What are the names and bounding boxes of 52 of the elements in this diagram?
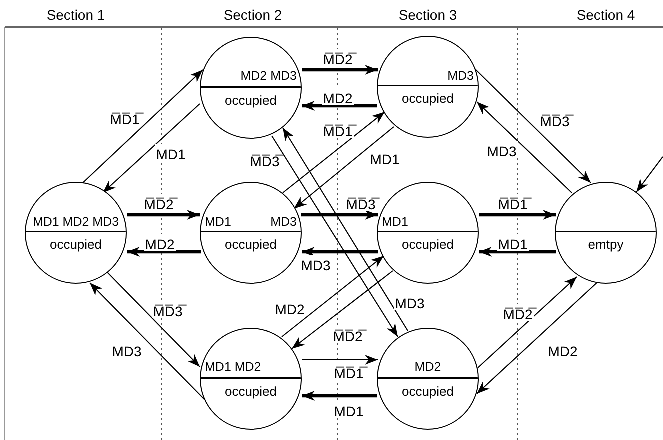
section-header: Section 3 bbox=[398, 6, 458, 25]
edge-label: MD3 bbox=[486, 142, 518, 158]
arrow bbox=[474, 68, 592, 184]
edge-label: MD2 bbox=[144, 234, 176, 252]
edge-label: MD2 bbox=[322, 88, 354, 106]
arrow bbox=[282, 112, 386, 194]
state-status: occupied bbox=[224, 94, 278, 106]
arrow bbox=[476, 102, 572, 194]
state-status: occupied bbox=[224, 384, 278, 398]
arrow bbox=[302, 247, 378, 257]
arrow bbox=[302, 391, 377, 401]
state-variables: MD1 MD2 bbox=[205, 361, 262, 374]
state-status: emtpy bbox=[588, 238, 624, 251]
arrow bbox=[301, 210, 378, 220]
state-variables: MD1 bbox=[205, 216, 232, 228]
state-variables: MD2 bbox=[414, 361, 442, 374]
arrow bbox=[272, 136, 398, 338]
section-header: Section 4 bbox=[576, 6, 636, 25]
edge-label: MD1 bbox=[497, 234, 529, 252]
arrow bbox=[90, 282, 206, 400]
arrow bbox=[302, 355, 378, 365]
arrow bbox=[82, 70, 204, 184]
state-status: occupied bbox=[224, 238, 278, 251]
arrow bbox=[479, 210, 556, 220]
edge-label: MD1 bbox=[155, 144, 187, 162]
state-variables: MD2 MD3 bbox=[240, 70, 297, 82]
arrow bbox=[282, 128, 408, 332]
arrow bbox=[102, 104, 200, 194]
state-variables: MD3 bbox=[448, 70, 474, 82]
state-status: occupied bbox=[50, 238, 102, 251]
arrow bbox=[302, 101, 377, 111]
state-variables: MD3 bbox=[270, 216, 297, 228]
arrow bbox=[127, 210, 200, 220]
state-variables: MD1 bbox=[382, 216, 408, 228]
state-status: occupied bbox=[402, 92, 454, 105]
edge-label: MD1 bbox=[333, 402, 365, 418]
arrow bbox=[292, 270, 394, 350]
section-header: Section 1 bbox=[46, 6, 106, 25]
arrow bbox=[302, 65, 378, 75]
state-variables: MD1 MD2 MD3 bbox=[32, 216, 120, 228]
arrow bbox=[106, 272, 200, 368]
arrow bbox=[636, 156, 663, 193]
arrow bbox=[476, 282, 598, 394]
arrow bbox=[478, 276, 578, 368]
state-status: occupied bbox=[402, 238, 454, 251]
arrow bbox=[294, 126, 394, 210]
section-header: Section 2 bbox=[224, 6, 282, 25]
state-status: occupied bbox=[402, 384, 454, 398]
arrow bbox=[479, 247, 556, 257]
arrow bbox=[282, 256, 384, 338]
arrow bbox=[127, 247, 201, 257]
edge-label: MD3 bbox=[300, 256, 332, 272]
